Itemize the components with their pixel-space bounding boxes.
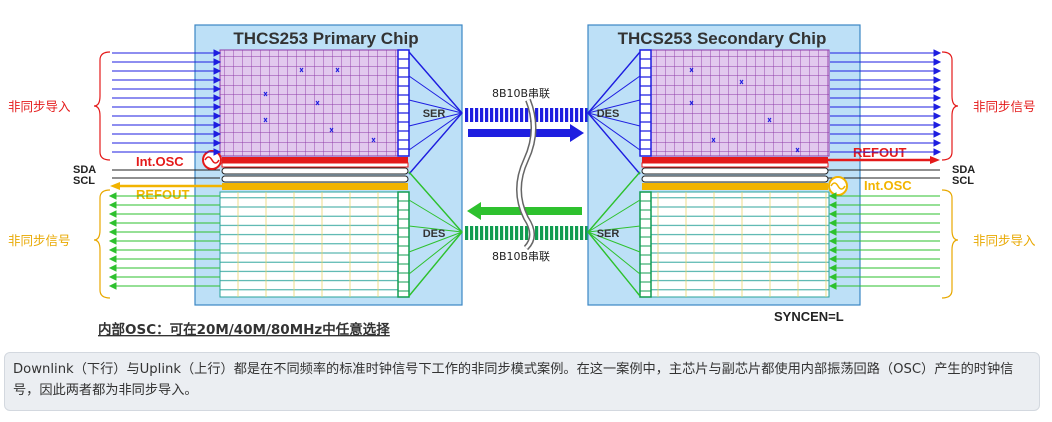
primary-ser-label: SER (423, 108, 446, 120)
primary-int-osc-label: Int.OSC (136, 154, 184, 169)
left-async-output-arrows (108, 192, 220, 290)
right-top-brace (941, 51, 959, 161)
primary-clock-bus (222, 157, 408, 163)
secondary-ser-label: SER (597, 228, 620, 240)
caption-box: Downlink（下行）与Uplink（上行）都是在不同频率的标准时钟信号下工作… (4, 352, 1040, 411)
right-scl-label: SCL (952, 175, 974, 187)
primary-refout-label: REFOUT (136, 187, 190, 202)
left-async-input-arrows (112, 49, 222, 156)
secondary-des-label: DES (597, 108, 620, 120)
left-sda-label: SDA (73, 164, 96, 176)
primary-downlink-latch-column (397, 49, 410, 157)
uplink-label: 8B10B串联 (492, 250, 550, 263)
left-scl-label: SCL (73, 175, 95, 187)
secondary-int-osc-label: Int.OSC (864, 178, 912, 193)
uplink-channel: 8B10B串联 (464, 202, 588, 263)
right-sda-label: SDA (952, 164, 975, 176)
right-async-input-arrows (828, 192, 940, 290)
primary-uplink-latch-column (397, 191, 410, 298)
secondary-chip: THCS253 Secondary Chip REFOUT Int.OSC DE… (587, 24, 940, 306)
left-async-input-label: 非同步导入 (8, 99, 71, 114)
secondary-osc-bus (642, 183, 828, 190)
primary-des-label: DES (423, 228, 446, 240)
osc-frequency-note: 内部OSC：可在20M/40M/80MHz中任意选择 (98, 321, 390, 338)
primary-chip-title: THCS253 Primary Chip (233, 29, 418, 48)
downlink-channel: 8B10B串联 (464, 87, 588, 142)
primary-refout-bus (222, 183, 408, 190)
primary-chip: THCS253 Primary Chip Int.OSC REFOUT (110, 24, 463, 306)
left-top-brace (93, 51, 111, 161)
async-mode-diagram: THCS253 Primary Chip Int.OSC REFOUT (8, 24, 1036, 338)
right-bottom-brace (941, 189, 959, 299)
right-async-output-arrows (830, 49, 942, 156)
caption-text: Downlink（下行）与Uplink（上行）都是在不同频率的标准时钟信号下工作… (13, 362, 1014, 398)
downlink-label: 8B10B串联 (492, 87, 550, 100)
syncen-label: SYNCEN=L (774, 309, 844, 324)
secondary-downlink-latch-column (639, 49, 652, 157)
secondary-clock-bus (642, 157, 828, 163)
right-async-input-label: 非同步导入 (973, 233, 1036, 248)
secondary-uplink-latch-column (639, 191, 652, 298)
right-async-signal-label: 非同步信号 (973, 99, 1036, 114)
left-async-signal-label: 非同步信号 (8, 233, 71, 248)
left-bottom-brace (93, 189, 111, 299)
secondary-chip-title: THCS253 Secondary Chip (618, 29, 827, 48)
